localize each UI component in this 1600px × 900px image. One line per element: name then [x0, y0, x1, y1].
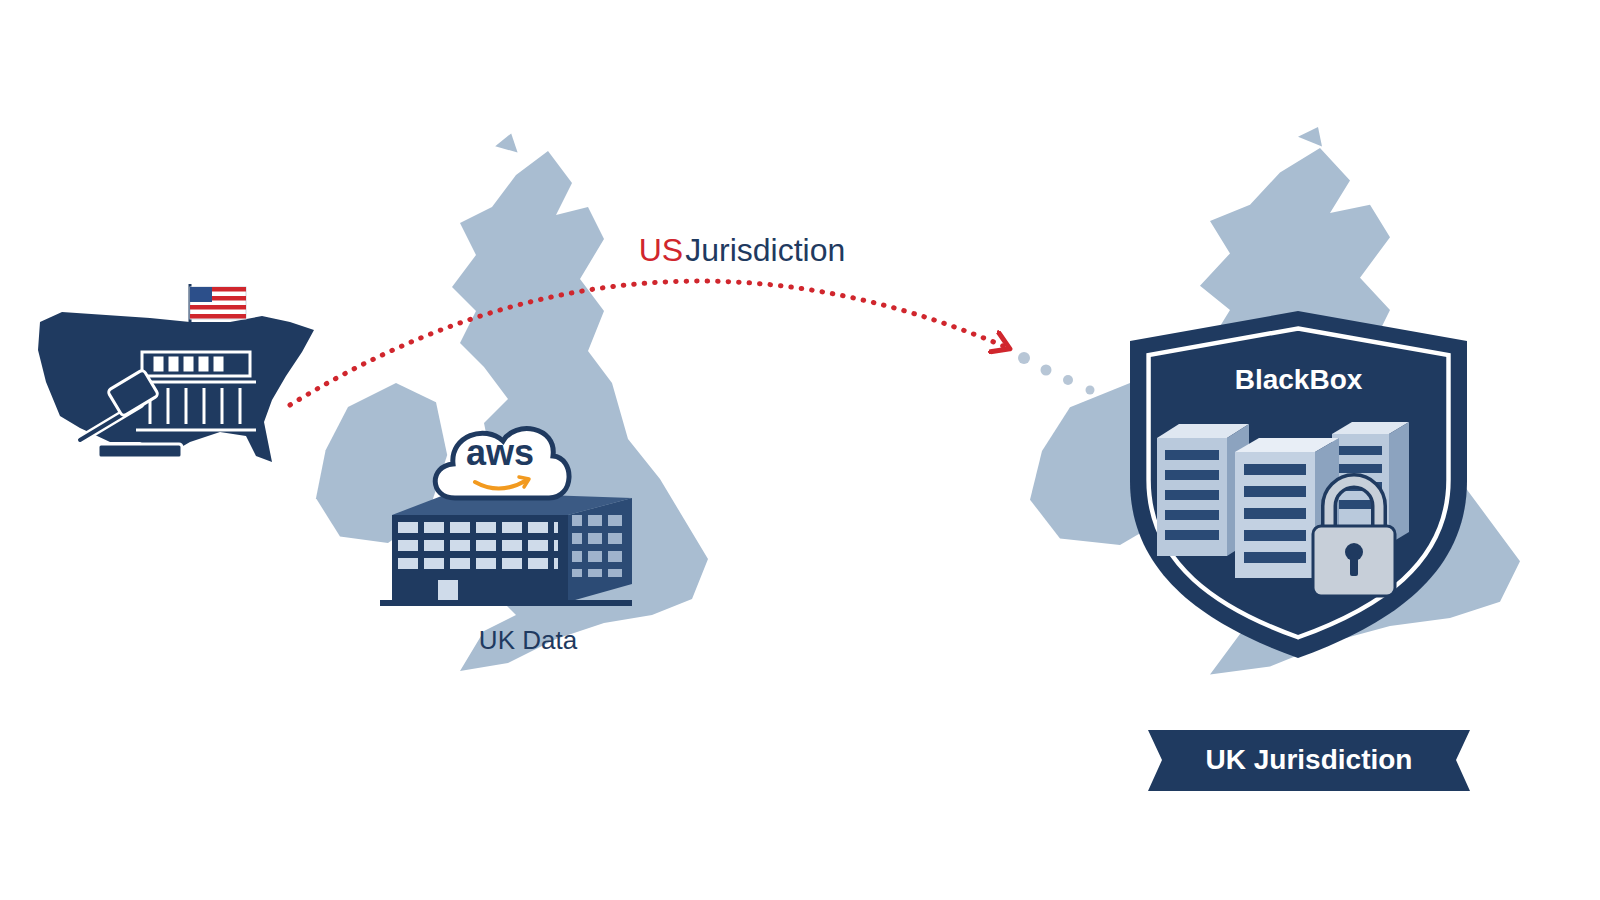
node-artwork — [1157, 422, 1409, 596]
shield-outline — [1130, 311, 1467, 658]
node-outline — [1117, 306, 1480, 663]
banner-node: UK Jurisdiction — [1148, 730, 1470, 791]
shield-inner-border — [1149, 328, 1449, 637]
uk-map — [316, 133, 708, 671]
data-centre-building — [380, 492, 632, 606]
gavel — [80, 369, 182, 458]
banner-outline — [1148, 730, 1470, 791]
us-map — [38, 284, 314, 462]
map-label: UK Data — [478, 626, 578, 656]
node-text: UK Jurisdiction — [1206, 744, 1413, 776]
fading-dots — [1018, 352, 1095, 395]
shield-node: BlackBox — [1117, 306, 1480, 663]
cloud-node: aws — [425, 416, 575, 508]
arc-label: US — [638, 232, 684, 269]
node-artwork — [475, 477, 529, 489]
node-text: BlackBox — [1235, 364, 1363, 396]
cloud-outline — [435, 429, 569, 498]
arc-label: Jurisdiction — [684, 232, 846, 269]
node-text: aws — [466, 432, 534, 473]
uk-map — [1030, 127, 1520, 675]
jurisdiction-arc — [290, 281, 1008, 405]
